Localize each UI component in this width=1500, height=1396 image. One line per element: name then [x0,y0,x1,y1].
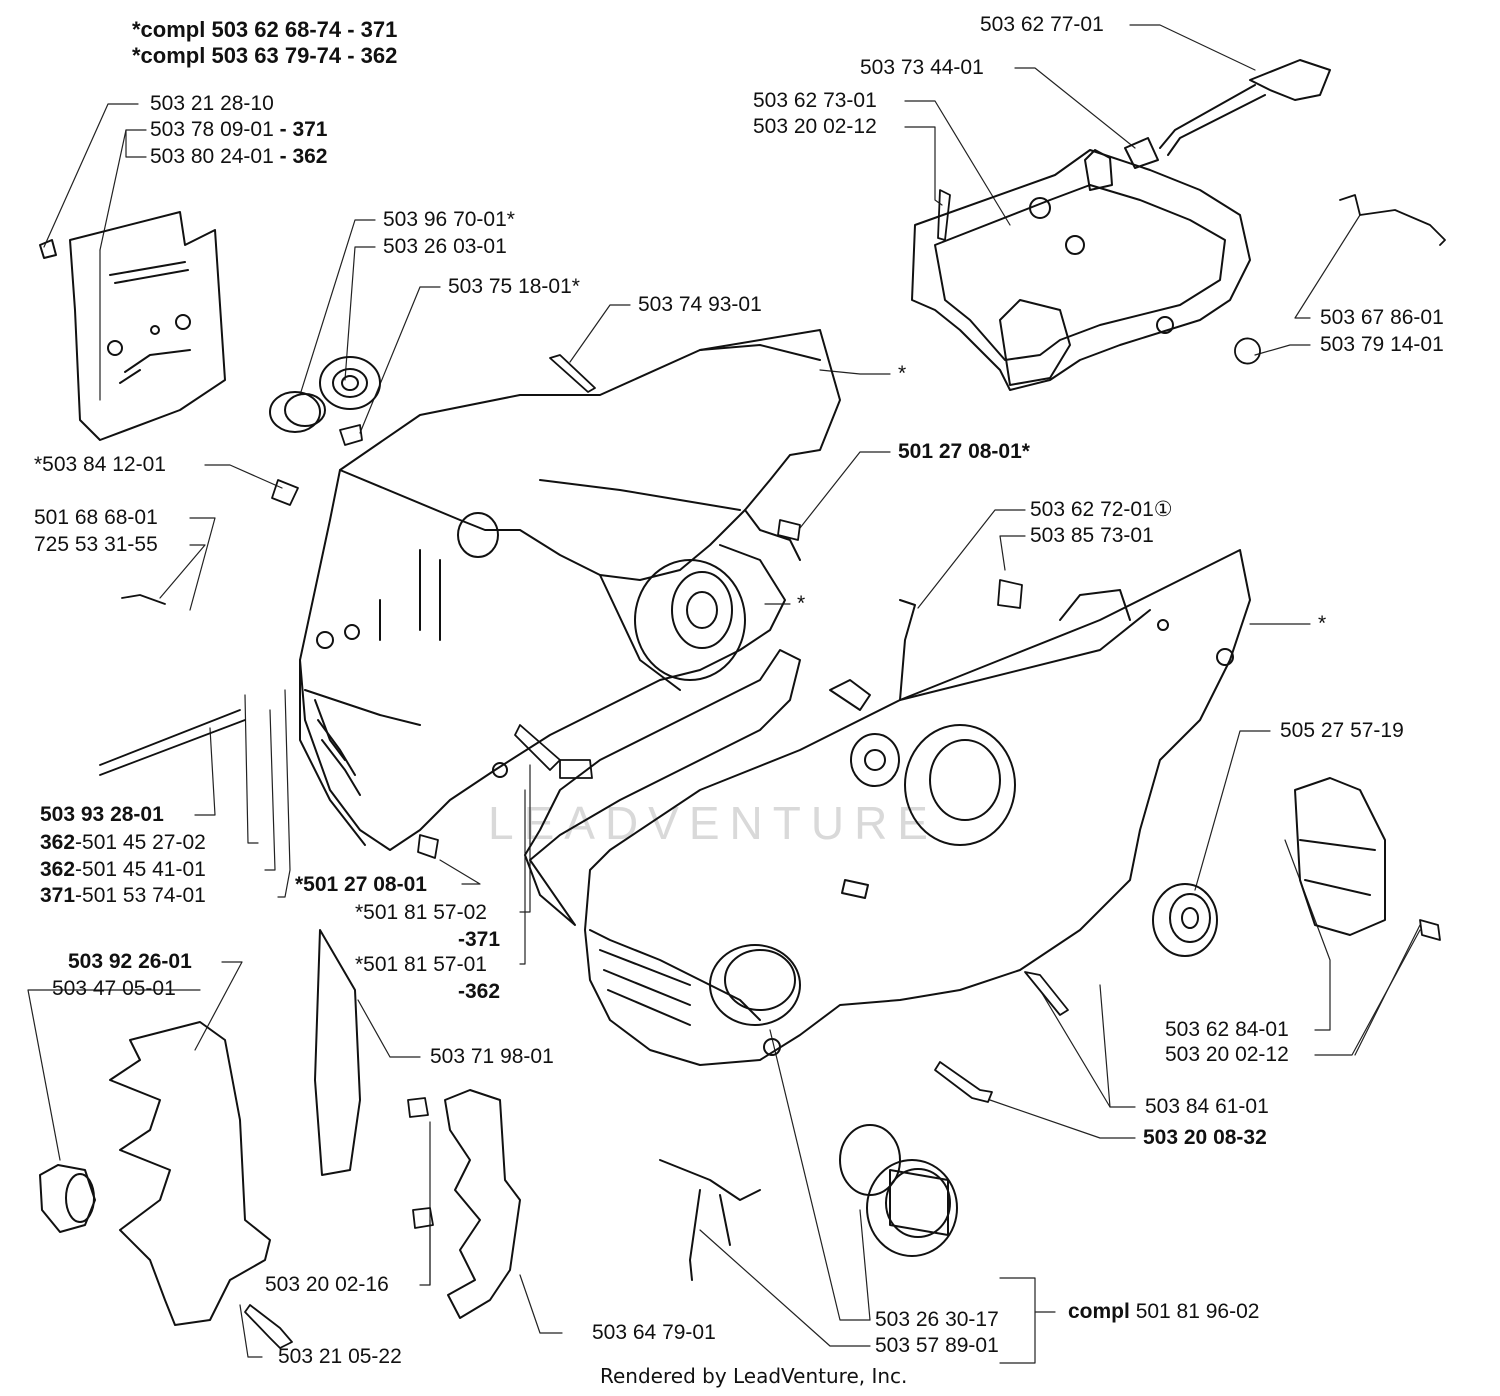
part-label-503-21-05-22: 503 21 05-22 [278,1345,402,1368]
part-label-503-78-09-01: 503 78 09-01 - 371 [150,118,328,142]
part-number: 503 93 28-01 [40,803,164,826]
buffer-part [39,1164,96,1233]
part-label-501-81-57-01: *501 81 57-01 [355,953,487,976]
part-label-503-75-18-01: 503 75 18-01* [448,275,580,298]
right-side-parts [1152,777,1386,957]
part-label-501-27-08-01-right: 501 27 08-01* [898,440,1030,464]
part-number: 501 27 08-01* [898,440,1030,463]
part-label-503-20-02-16: 503 20 02-16 [265,1273,389,1296]
part-label-501-81-57-02: *501 81 57-02 [355,901,487,924]
crankcase-left-part [299,329,841,851]
part-number: 503 78 09-01 [150,118,274,141]
part-label-503-64-79-01: 503 64 79-01 [592,1321,716,1344]
part-label-503-20-08-32: 503 20 08-32 [1143,1126,1267,1150]
part-label-503-57-89-01: 503 57 89-01 [875,1334,999,1357]
watermark-text: LEADVENTURE [488,797,938,849]
part-label-503-47-05-01: 503 47 05-01 [52,977,176,1000]
part-label-503-67-86-01: 503 67 86-01 [1320,306,1444,329]
part-label-compl-501-81-96-02: compl 501 81 96-02 [1068,1300,1259,1324]
part-number: 503 80 24-01 [150,145,274,168]
part-label-503-62-72-01: 503 62 72-01① [1030,498,1173,522]
asterisk-top: * [898,362,907,385]
part-label-503-26-03-01: 503 26 03-01 [383,235,507,258]
part-label-503-84-12-01: *503 84 12-01 [34,453,166,476]
part-label-501-45-41-01: 362-501 45 41-01 [40,858,206,882]
part-number: -501 53 74-01 [75,884,206,907]
bearing-top-parts [269,356,381,433]
header-line-1: *compl 503 62 68-74 - 371 [132,17,398,42]
asterisk-right: * [1318,612,1327,635]
part-label-503-62-77-01: 503 62 77-01 [980,13,1104,36]
footnote-marker: ① [1153,498,1173,521]
part-label-501-27-08-01-left: *501 27 08-01 [295,873,427,897]
part-label-503-80-24-01: 503 80 24-01 - 362 [150,145,328,169]
oil-cap-part [659,1124,958,1281]
leader-lines [27,24,1421,1364]
part-label-503-93-28-01: 503 93 28-01 [40,803,164,827]
model-suffix: - 362 [279,145,328,168]
part-label-503-26-30-17: 503 26 30-17 [875,1308,999,1331]
bumper-spike-parts [109,929,521,1326]
part-number: -501 45 41-01 [75,858,206,881]
model-label-362: -362 [458,980,500,1004]
model-number: -362 [458,980,501,1003]
part-label-503-62-73-01: 503 62 73-01 [753,89,877,112]
part-label-503-21-28-10: 503 21 28-10 [150,92,274,115]
part-label-501-53-74-01: 371-501 53 74-01 [40,884,206,908]
part-number: -501 45 27-02 [75,831,206,854]
part-number: *501 27 08-01 [295,873,427,896]
screw-parts [99,189,1446,1349]
model-number: -371 [458,928,501,951]
header-line-2: *compl 503 63 79-74 - 362 [132,43,398,68]
asterisk-mid: * [797,592,806,615]
model-prefix: 371 [40,884,76,907]
part-label-501-68-68-01: 501 68 68-01 [34,506,158,529]
part-label-503-96-70-01: 503 96 70-01* [383,208,515,231]
part-label-503-62-84-01: 503 62 84-01 [1165,1018,1289,1041]
part-number: 501 81 96-02 [1135,1300,1260,1323]
model-label-371: -371 [458,928,500,952]
part-label-503-85-73-01: 503 85 73-01 [1030,524,1154,547]
part-label-503-79-14-01: 503 79 14-01 [1320,333,1444,356]
compl-prefix: compl [1068,1300,1130,1323]
top-cover-part [911,59,1331,391]
part-number: 503 92 26-01 [68,950,192,973]
part-label-501-45-27-02: 362-501 45 27-02 [40,831,206,855]
crankcase-right-part [584,549,1251,1066]
part-number: 503 20 08-32 [1143,1126,1267,1149]
model-prefix: 362 [40,831,76,854]
guide-plate-part [39,211,226,441]
part-label-503-92-26-01: 503 92 26-01 [68,950,192,974]
part-label-503-84-61-01: 503 84 61-01 [1145,1095,1269,1118]
gasket-part [524,649,801,926]
part-label-725-53-31-55: 725 53 31-55 [34,533,158,556]
part-label-503-20-02-12-right: 503 20 02-12 [1165,1043,1289,1066]
part-label-503-20-02-12-top: 503 20 02-12 [753,115,877,138]
footer-credit: Rendered by LeadVenture, Inc. [600,1364,908,1388]
model-suffix: - 371 [279,118,328,141]
part-label-503-74-93-01: 503 74 93-01 [638,293,762,316]
model-prefix: 362 [40,858,76,881]
part-label-503-73-44-01: 503 73 44-01 [860,56,984,79]
part-number: 503 62 72-01 [1030,498,1154,521]
part-label-505-27-57-19: 505 27 57-19 [1280,719,1404,742]
part-label-503-71-98-01: 503 71 98-01 [430,1045,554,1068]
